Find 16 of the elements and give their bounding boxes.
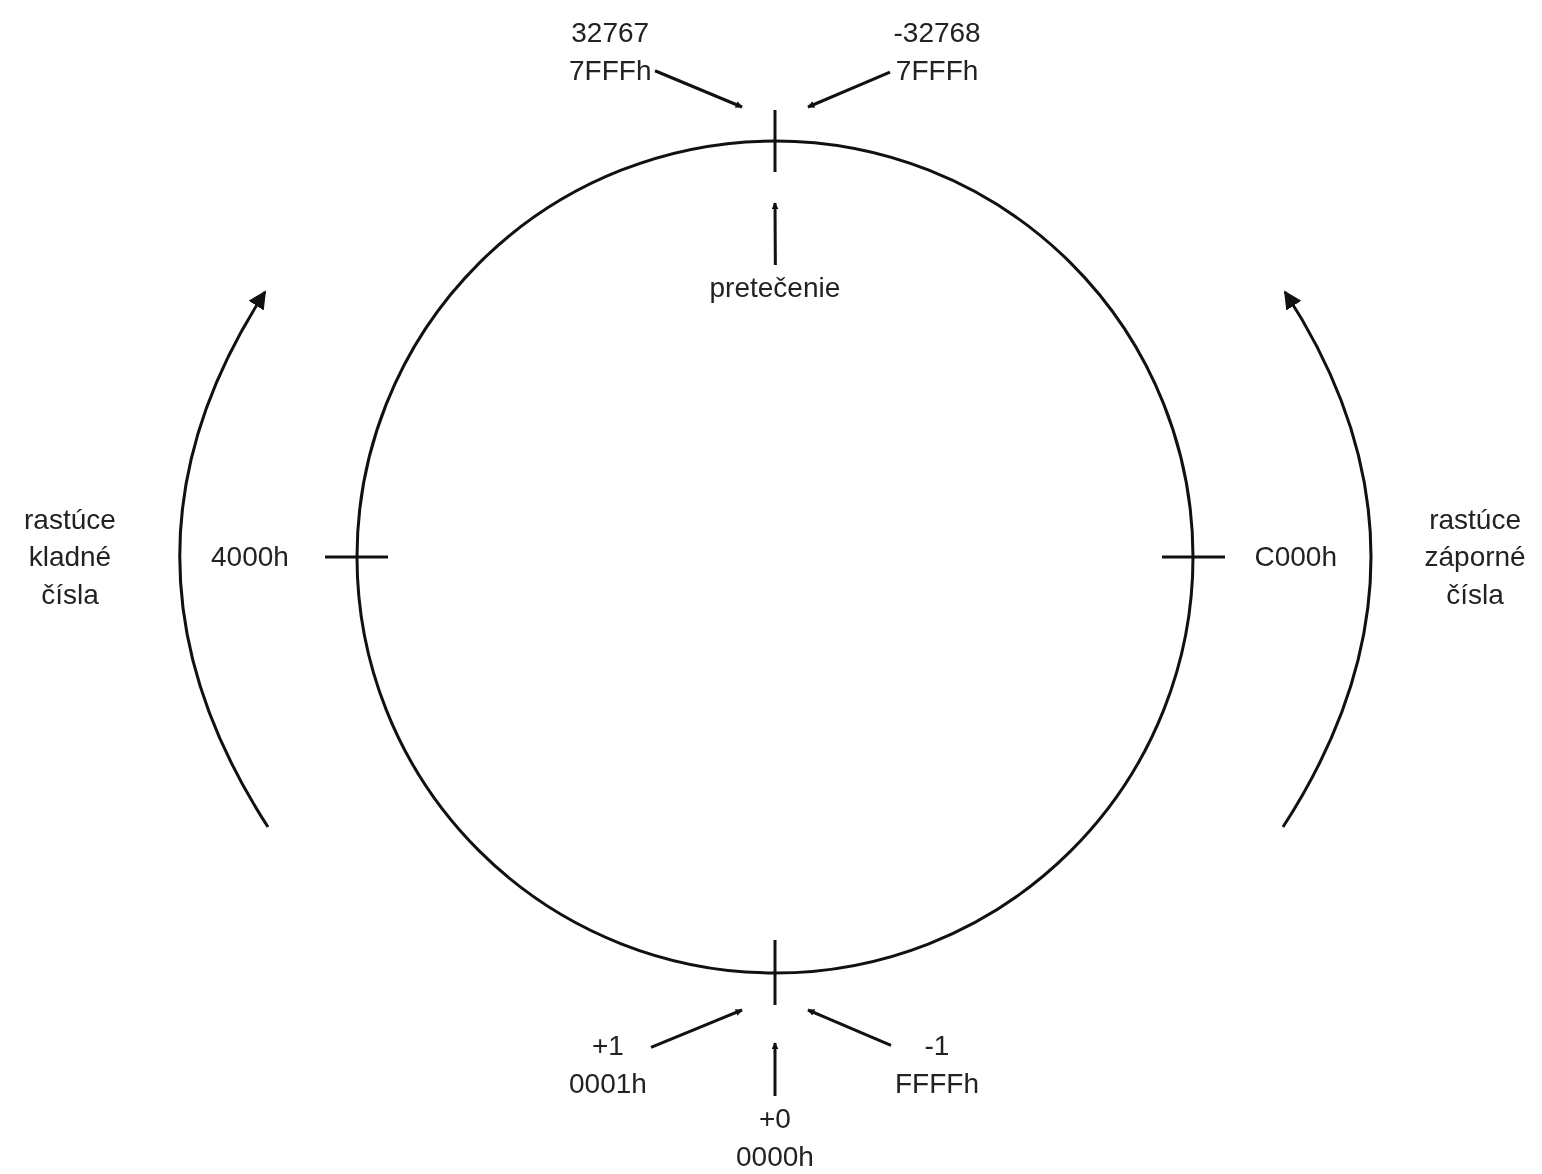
- arrow: [771, 202, 779, 265]
- arrow: [650, 1008, 743, 1049]
- value-label: 32767 7FFFh: [569, 14, 652, 90]
- arrow: [807, 1008, 892, 1047]
- direction-caption: rastúce kladné čísla: [24, 502, 116, 613]
- value-label: +1 0001h: [569, 1027, 647, 1103]
- value-label: -32768 7FFFh: [893, 14, 981, 90]
- direction-caption: rastúce záporné čísla: [1424, 502, 1526, 613]
- value-label: +0 0000h: [736, 1100, 814, 1174]
- tick-label: C000h: [1254, 540, 1337, 574]
- value-label: pretečenie: [709, 269, 841, 307]
- value-label: -1 FFFFh: [895, 1027, 979, 1103]
- arrow: [654, 69, 743, 109]
- tick-label: 4000h: [211, 540, 289, 574]
- arrow: [771, 1042, 779, 1096]
- arrow: [807, 70, 891, 109]
